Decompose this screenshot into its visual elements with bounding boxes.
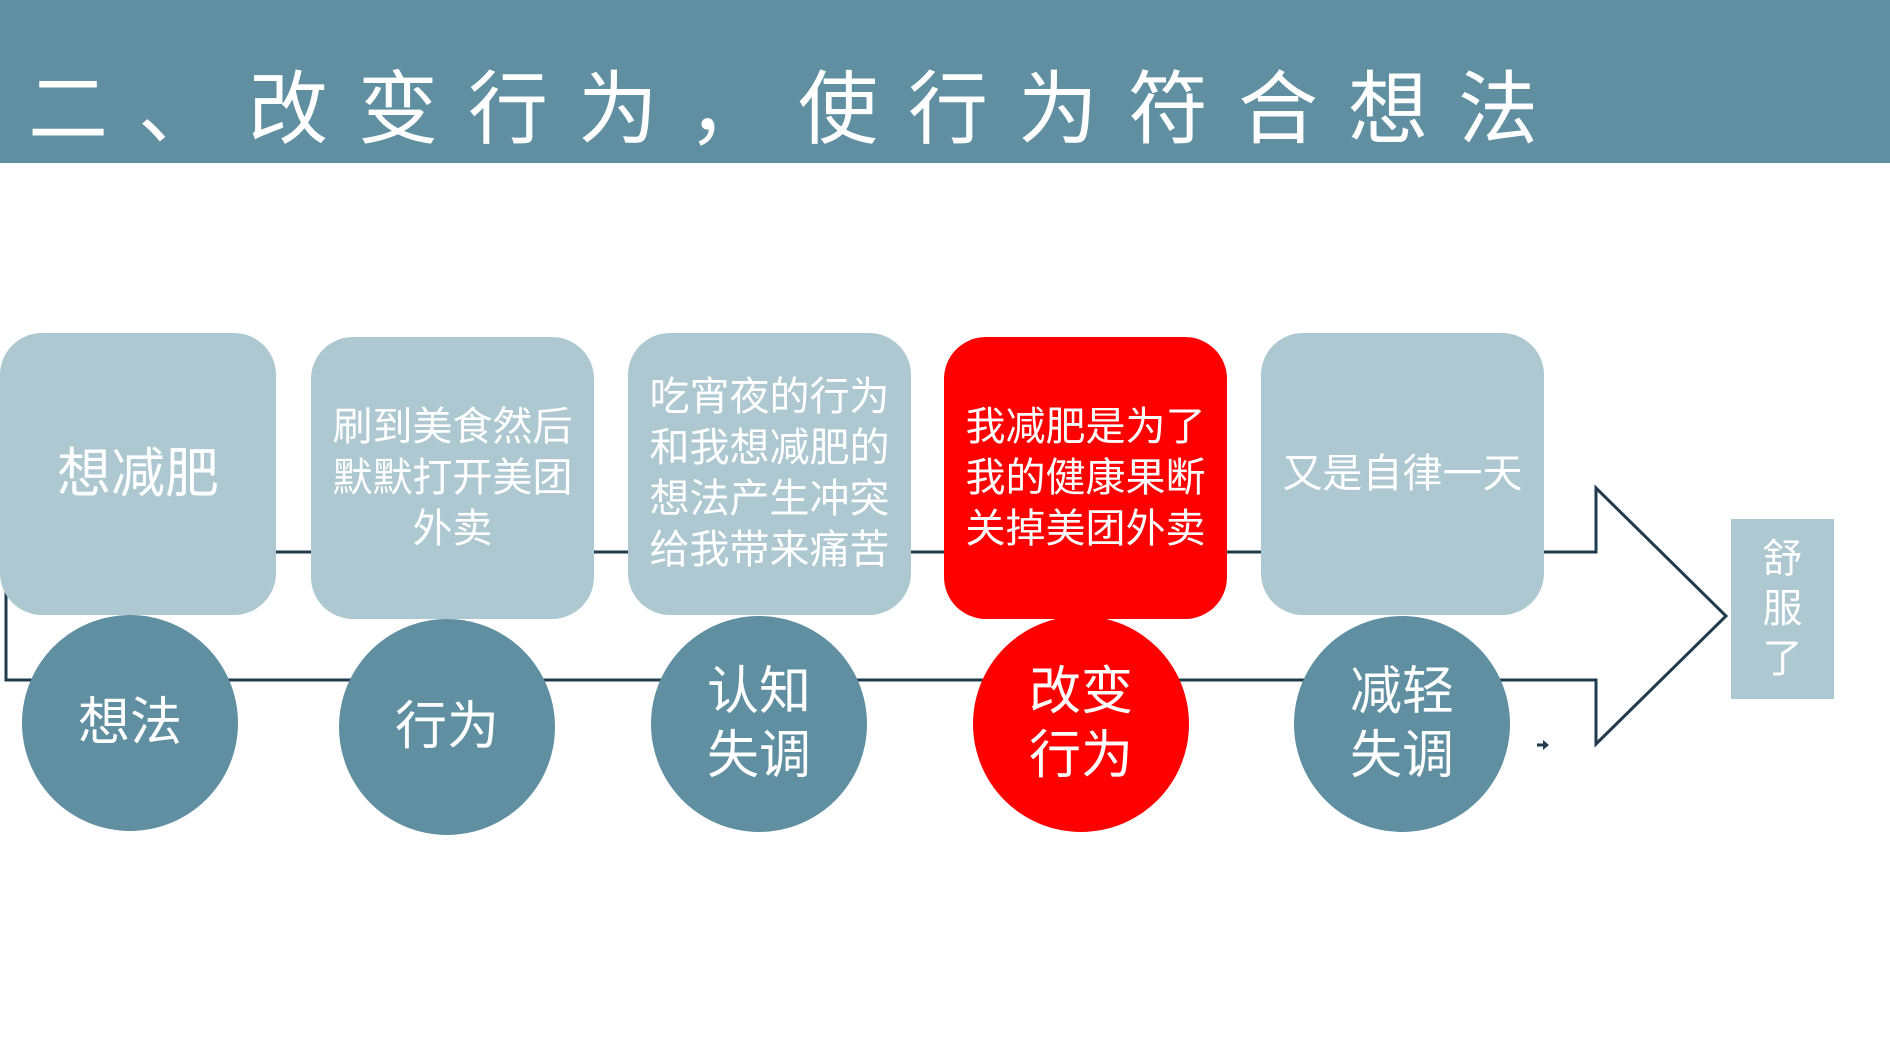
stage-circle-change-behavior: 改变行为 bbox=[973, 616, 1189, 832]
stage-circle-behavior: 行为 bbox=[339, 619, 555, 835]
step-box-want-lose-weight: 想减肥 bbox=[0, 333, 276, 615]
small-arrow-icon bbox=[1537, 740, 1549, 750]
step-box-self-discipline: 又是自律一天 bbox=[1261, 333, 1544, 615]
header-bar: 二、改变行为，使行为符合想法 bbox=[0, 0, 1890, 163]
end-box-comfortable: 舒服了 bbox=[1731, 519, 1834, 699]
step-box-order-takeout: 刷到美食然后默默打开美团外卖 bbox=[311, 337, 594, 619]
stage-circle-thought: 想法 bbox=[22, 615, 238, 831]
step-box-conflict-pain: 吃宵夜的行为和我想减肥的想法产生冲突给我带来痛苦 bbox=[628, 333, 911, 615]
slide-title: 二、改变行为，使行为符合想法 bbox=[28, 63, 1568, 156]
stage-circle-reduce-dissonance: 减轻失调 bbox=[1294, 616, 1510, 832]
step-box-close-takeout: 我减肥是为了我的健康果断关掉美团外卖 bbox=[944, 337, 1227, 619]
stage-circle-cognitive-dissonance: 认知失调 bbox=[651, 616, 867, 832]
